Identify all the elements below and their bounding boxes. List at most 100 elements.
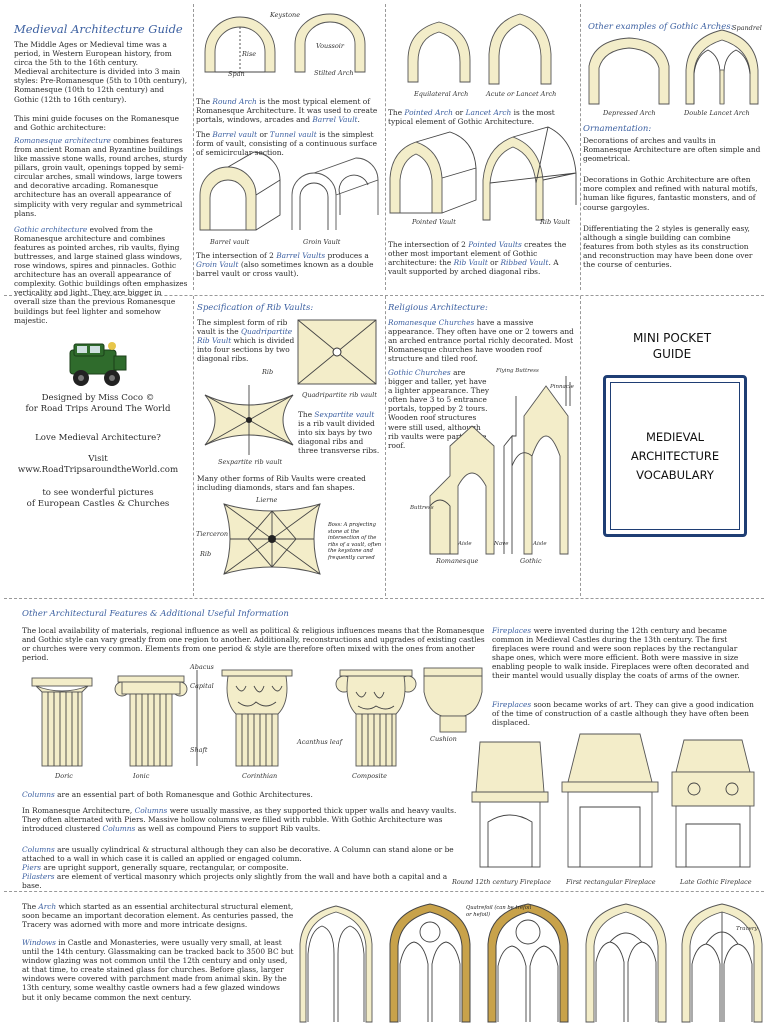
flying-buttress-label: Flying Buttress bbox=[496, 368, 539, 374]
bt-4: is the simplest form of vault, consistin… bbox=[196, 130, 378, 158]
lancet-label: Acute or Lancet Arch bbox=[486, 90, 557, 98]
corinthian-label: Corinthian bbox=[242, 772, 278, 780]
pa-4: is the most typical element of Gothic Ar… bbox=[388, 108, 555, 127]
rib-spec-heading: Specification of Rib Vaults: bbox=[197, 303, 314, 313]
boss-label: Boss: A projecting stone at the intersec… bbox=[328, 522, 382, 561]
religious-heading: Religious Architecture: bbox=[388, 303, 488, 313]
equilateral-label: Equilateral Arch bbox=[414, 90, 469, 98]
rv-3: Rib Vault bbox=[453, 258, 488, 268]
cushion-label: Cushion bbox=[430, 735, 457, 743]
romanesque-churches-text: Romanesque Churches have a massive appea… bbox=[388, 318, 576, 363]
pinnacle-label: Pinnacle bbox=[550, 384, 574, 390]
sexpartite-diagram bbox=[204, 385, 294, 455]
rect-fireplace-label: First rectangular Fireplace bbox=[566, 878, 656, 886]
cd-0: Columns bbox=[22, 845, 55, 854]
composite-label: Composite bbox=[352, 772, 387, 780]
qt-1: Quadripartite Rib Vault bbox=[197, 327, 293, 346]
rib-vault-text: The intersection of 2 Pointed Vaults cre… bbox=[388, 240, 576, 276]
depressed-label: Depressed Arch bbox=[603, 109, 656, 117]
divider-v6 bbox=[580, 296, 581, 596]
love-medieval: Love Medieval Architecture? bbox=[35, 433, 161, 443]
groin-vault-diagram bbox=[291, 157, 379, 230]
gothic-church-label: Gothic bbox=[520, 557, 542, 565]
cover-frame: MEDIEVAL ARCHITECTURE VOCABULARY bbox=[603, 375, 747, 537]
sexpartite-label: Sexpartite rib vault bbox=[218, 458, 283, 466]
ra-4: . bbox=[357, 115, 360, 125]
at-1: Arch bbox=[38, 902, 57, 911]
gothic-term: Gothic architecture bbox=[14, 224, 88, 234]
pl-1: are element of vertical masonry which pr… bbox=[22, 872, 448, 891]
rise-label: Rise bbox=[242, 50, 257, 58]
other-gothic-heading: Other examples of Gothic Arches: bbox=[588, 22, 734, 32]
jeep-icon bbox=[69, 342, 127, 386]
rv-1: Pointed Vaults bbox=[468, 240, 522, 249]
voussoir-label: Voussoir bbox=[316, 42, 344, 50]
mini-pocket: MINI POCKET bbox=[632, 331, 712, 345]
columns-diagram bbox=[31, 667, 483, 767]
church-cross-section-diagram bbox=[429, 376, 571, 555]
rib-vault-label: Rib Vault bbox=[540, 218, 571, 226]
mini-pocket-guide: MINI POCKET GUIDE bbox=[598, 330, 746, 362]
column-def: Columns are usually cylindrical & struct… bbox=[22, 845, 462, 863]
ci-1: are an essential part of both Romanesque… bbox=[54, 790, 313, 799]
wt-1: in Castle and Monasteries, were usually … bbox=[22, 938, 294, 1002]
aisle-label-2: Aisle bbox=[533, 541, 547, 547]
cd-1: are usually cylindrical & structural alt… bbox=[22, 845, 454, 864]
divider-v2 bbox=[385, 4, 386, 290]
pointed-arch-text: The Pointed Arch or Lancet Arch is the m… bbox=[388, 108, 573, 126]
cover-medieval: MEDIEVAL bbox=[645, 430, 705, 444]
barrel-vault-label: Barrel vault bbox=[210, 238, 250, 246]
cr-3: Columns bbox=[102, 824, 136, 834]
romanesque-term: Romanesque architecture bbox=[14, 135, 111, 145]
rv-2: creates the other most important element… bbox=[388, 240, 567, 268]
rv-5: Ribbed Vault bbox=[500, 258, 549, 268]
groin-vault-label: Groin Vault bbox=[303, 238, 341, 246]
ra-3: Barrel Vault bbox=[312, 115, 358, 125]
bt-1: Barrel vault bbox=[212, 130, 258, 139]
acanthus-label: Acanthus leaf bbox=[297, 738, 342, 746]
ra-2: is the most typical element of Romanesqu… bbox=[196, 97, 378, 125]
orn-p1: Decorations of arches and vaults in Roma… bbox=[583, 136, 761, 164]
ornamentation-text: Decorations of arches and vaults in Roma… bbox=[583, 136, 763, 273]
qt-2: which is divided into four sections by t… bbox=[197, 336, 295, 364]
romanesque-church-label: Romanesque bbox=[436, 557, 479, 565]
page-title: Medieval Architecture Guide bbox=[14, 22, 183, 36]
lancet-arch-diagram bbox=[488, 13, 552, 85]
cover-vocabulary: VOCABULARY bbox=[636, 468, 714, 482]
double-lancet-label: Double Lancet Arch bbox=[684, 109, 750, 117]
groin-text: The intersection of 2 Barrel Vaults prod… bbox=[196, 251, 382, 278]
ionic-label: Ionic bbox=[133, 772, 150, 780]
spandrel-label: Spandrel bbox=[732, 24, 762, 32]
website-link[interactable]: www.RoadTripsaroundtheWorld.com bbox=[17, 465, 179, 475]
bt-0: The bbox=[196, 130, 213, 139]
pl-0: Pilasters bbox=[22, 872, 55, 882]
barrel-text: The Barrel vault or Tunnel vault is the … bbox=[196, 130, 382, 157]
other-features-heading: Other Architectural Features & Additiona… bbox=[22, 609, 289, 619]
buttress-label: Buttress bbox=[410, 505, 434, 511]
gt-4: (also sometimes known as a double barrel… bbox=[196, 260, 374, 279]
divider-v3 bbox=[580, 4, 581, 290]
ra-1: Round Arch bbox=[212, 97, 257, 106]
quadripartite-label: Quadripartite rib vault bbox=[302, 391, 377, 399]
late-fireplace-label: Late Gothic Fireplace bbox=[680, 878, 752, 886]
definitions: Columns are usually cylindrical & struct… bbox=[22, 845, 462, 890]
other-features-text: The local availability of materials, reg… bbox=[22, 626, 485, 663]
fp-0: Fireplaces bbox=[492, 626, 532, 635]
divider-h3 bbox=[4, 891, 764, 892]
cr-0: In Romanesque Architecture, bbox=[22, 806, 135, 815]
gothic-paragraph: Gothic architecture evolved from the Rom… bbox=[14, 225, 188, 325]
windows-text: Windows in Castle and Monasteries, were … bbox=[22, 938, 294, 1002]
cr-2: were usually massive, as they supported … bbox=[22, 806, 457, 834]
intro-p3: This mini guide focuses on the Romanesqu… bbox=[14, 113, 179, 132]
intro-p1: The Middle Ages or Medieval time was a p… bbox=[14, 40, 172, 68]
arch-text: The Arch which started as an essential a… bbox=[22, 902, 294, 929]
fp2-0: Fireplaces bbox=[492, 700, 532, 709]
shaft-label: Shaft bbox=[190, 746, 208, 754]
cr-1: Columns bbox=[134, 806, 168, 815]
tierceron-label: Tierceron bbox=[196, 530, 229, 538]
rv-6: . A vault supported by arched diagonal r… bbox=[388, 258, 559, 277]
windows-diagram bbox=[299, 903, 763, 1023]
sex-text: The Sexpartite vault is a rib vault divi… bbox=[298, 410, 380, 455]
divider-v5 bbox=[385, 296, 386, 596]
columns-intro: Columns are an essential part of both Ro… bbox=[22, 790, 462, 799]
